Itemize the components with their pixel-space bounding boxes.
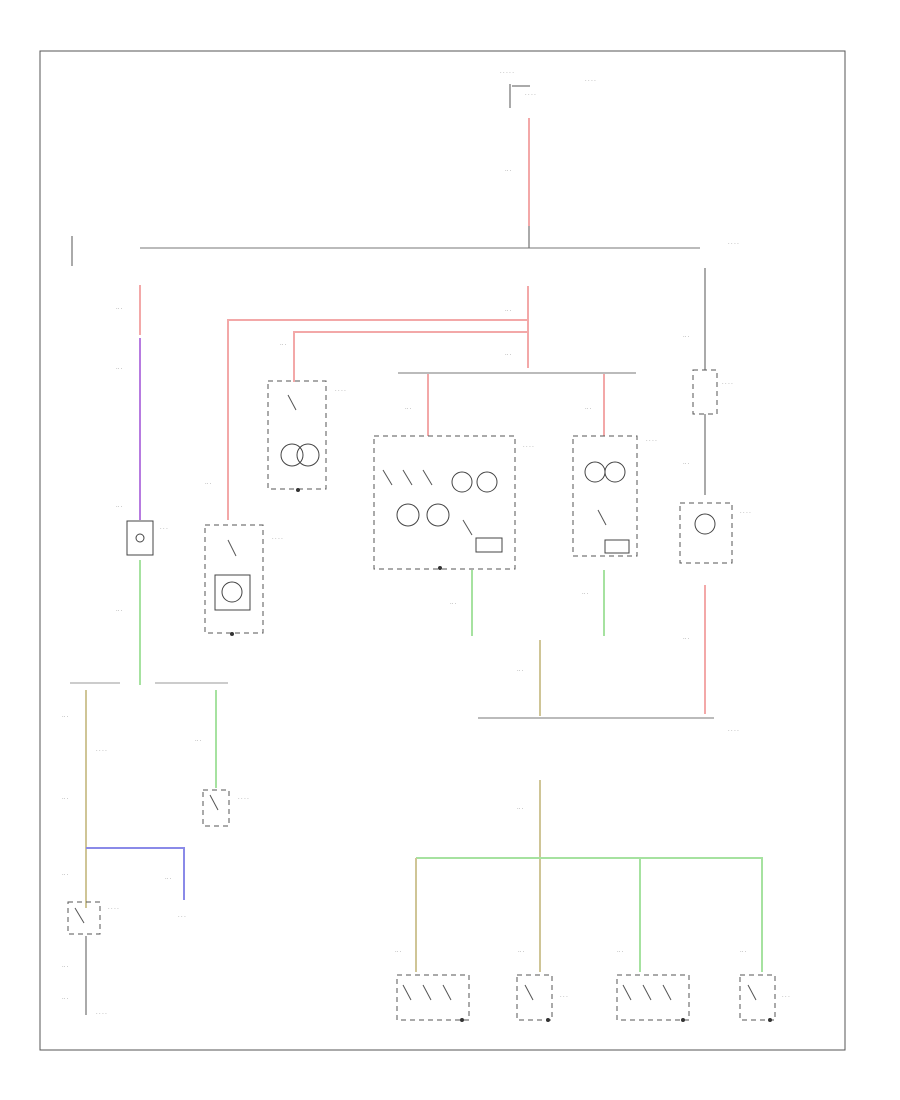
svg-text:·· ·: ·· ·	[395, 949, 402, 955]
svg-text:· · · ·: · · · ·	[238, 796, 249, 802]
svg-text:·· ·: ·· ·	[405, 406, 412, 412]
wire-bottom-green-bus	[416, 857, 763, 972]
svg-text:·· ·: ·· ·	[582, 591, 589, 597]
dimmer-module-left: · · ·	[126, 520, 168, 556]
svg-text:·· ·: ·· ·	[205, 481, 212, 487]
svg-text:· · · ·: · · · ·	[585, 78, 596, 84]
svg-text:· · · ·: · · · ·	[525, 92, 536, 98]
svg-text:· · · ·: · · · ·	[646, 438, 657, 444]
wire-red-upper	[227, 319, 528, 520]
svg-text:·· ·: ·· ·	[62, 872, 69, 878]
wire-lower-left-blue	[86, 847, 185, 900]
svg-text:· · ·: · · ·	[178, 914, 186, 920]
wire-red-second	[293, 331, 528, 382]
svg-text:·· ·: ·· ·	[518, 949, 525, 955]
svg-text:· · · ·: · · · ·	[728, 728, 739, 734]
svg-text:· · · ·: · · · ·	[96, 1011, 107, 1017]
svg-text:·· ·: ·· ·	[116, 608, 123, 614]
svg-text:·· ·: ·· ·	[617, 949, 624, 955]
svg-text:· · ·: · · ·	[782, 994, 790, 1000]
svg-text:· · · ·: · · · ·	[728, 241, 739, 247]
diagram-frame	[39, 50, 846, 1051]
door-switch-1	[396, 974, 470, 1021]
door-switch-2	[516, 974, 553, 1021]
svg-text:·· ·: ·· ·	[585, 406, 592, 412]
svg-text:· · · ·: · · · ·	[272, 536, 283, 542]
svg-text:·· ·: ·· ·	[505, 352, 512, 358]
svg-text:· · ·: · · ·	[560, 994, 568, 1000]
svg-text:·· ·: ·· ·	[683, 461, 690, 467]
hazard-switch: · · · ·	[572, 435, 657, 557]
svg-text:· · · · ·: · · · · ·	[500, 70, 514, 76]
svg-text:· · · ·: · · · ·	[740, 510, 751, 516]
svg-text:·· ·: ·· ·	[165, 876, 172, 882]
svg-text:·· ·: ·· ·	[62, 714, 69, 720]
svg-text:·· ·: ·· ·	[116, 306, 123, 312]
svg-text:·· ·: ·· ·	[62, 796, 69, 802]
door-switch-3	[616, 974, 690, 1021]
svg-text:·· ·: ·· ·	[683, 636, 690, 642]
switch-lower-mid: · · · ·	[202, 789, 249, 827]
svg-text:·· ·: ·· ·	[280, 342, 287, 348]
svg-text:·· ·: ·· ·	[505, 308, 512, 314]
switch-lower-left: · · · ·	[67, 901, 119, 935]
svg-text:· · · ·: · · · ·	[108, 906, 119, 912]
svg-text:·· ·: ·· ·	[116, 504, 123, 510]
svg-text:· · · ·: · · · ·	[523, 444, 534, 450]
illumination-control: · · · ·	[679, 502, 751, 564]
svg-text:·· ·: ·· ·	[740, 949, 747, 955]
svg-text:· · · ·: · · · ·	[96, 748, 107, 754]
door-switch-4	[739, 974, 776, 1021]
svg-text:·· ·: ·· ·	[62, 964, 69, 970]
svg-text:·· ·: ·· ·	[195, 738, 202, 744]
svg-text:· · · ·: · · · ·	[335, 388, 346, 394]
svg-text:·· ·: ·· ·	[116, 366, 123, 372]
svg-text:·· ·: ·· ·	[450, 601, 457, 607]
svg-text:· · · ·: · · · ·	[722, 381, 733, 387]
svg-text:·· ·: ·· ·	[505, 168, 512, 174]
fuse-block-top: · · · · · · · · · · · · ·	[500, 70, 596, 108]
glove-box-light: · · · ·	[267, 380, 346, 490]
svg-text:·· ·: ·· ·	[517, 806, 524, 812]
svg-text:· · ·: · · ·	[160, 526, 168, 532]
ashtray-light: · · · ·	[204, 524, 283, 634]
svg-text:·· ·: ·· ·	[517, 668, 524, 674]
combination-meter: · · · ·	[373, 435, 534, 570]
svg-text:·· ·: ·· ·	[62, 996, 69, 1002]
fuse-right: · · · ·	[692, 369, 733, 415]
svg-text:·· ·: ·· ·	[683, 334, 690, 340]
